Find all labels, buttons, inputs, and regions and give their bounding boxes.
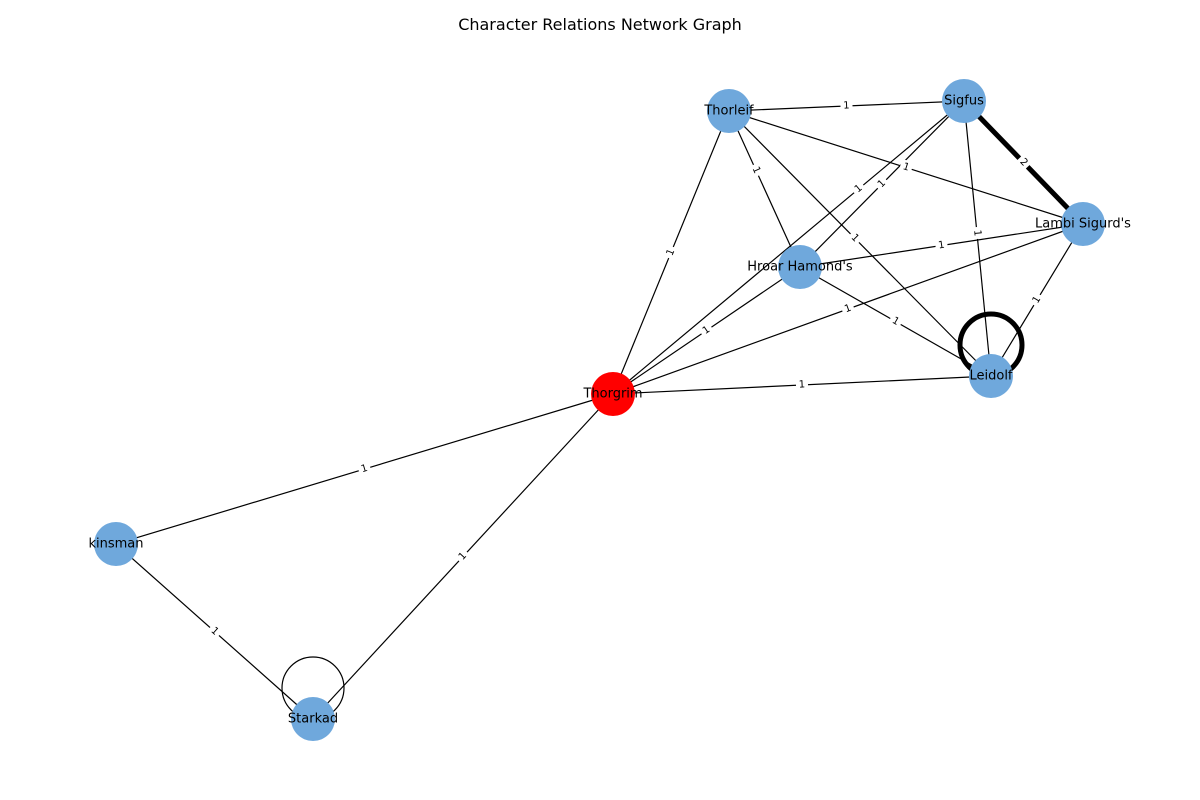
node-label-hroar: Hroar Hamond's [747, 260, 853, 275]
edge-label-sigfus-lambi: 2 [1014, 153, 1033, 172]
edge-label-kinsman-starkad: 1 [205, 622, 224, 641]
edge-label-background [849, 179, 868, 199]
node-thorleif[interactable] [707, 89, 751, 133]
edge-label-background [886, 312, 905, 331]
edge-weight-label: 1 [665, 247, 678, 257]
edge-weight-label: 1 [750, 165, 763, 175]
edge-label-thorleif-lambi: 1 [898, 159, 914, 176]
edge-weight-label: 1 [360, 463, 369, 475]
edge-label-lambi-thorgrim: 1 [839, 300, 857, 318]
edge-label-leidolf-thorgrim: 1 [795, 377, 809, 393]
edge-weight-label: 1 [853, 183, 865, 196]
node-hroar[interactable] [778, 245, 822, 289]
node-label-thorgrim: Thorgrim [582, 387, 642, 402]
edge-label-background [205, 622, 224, 641]
node-label-starkad: Starkad [288, 712, 338, 727]
node-lambi[interactable] [1061, 202, 1105, 246]
edge-label-thorgrim-kinsman: 1 [356, 460, 373, 478]
edge-label-background [1014, 153, 1033, 172]
node-starkad[interactable] [291, 697, 335, 741]
edge-thorleif-hroar [728, 110, 801, 268]
edge-label-background [969, 226, 985, 240]
edge-sigfus-thorgrim [612, 100, 965, 395]
edge-label-background [1027, 291, 1047, 309]
edge-label-hroar-thorgrim: 1 [697, 321, 716, 340]
edge-label-background [662, 244, 680, 261]
node-label-leidolf: Leidolf [969, 369, 1012, 384]
edge-thorleif-leidolf [728, 110, 992, 377]
edge-weight-label: 1 [901, 161, 910, 173]
edge-label-background [839, 300, 857, 318]
edge-weight-label: 1 [971, 229, 983, 236]
edge-label-sigfus-thorgrim: 1 [849, 179, 868, 199]
edge-label-thorleif-leidolf: 1 [845, 229, 864, 248]
node-label-sigfus: Sigfus [944, 94, 984, 109]
node-thorgrim[interactable] [591, 372, 635, 416]
node-label-kinsman: kinsman [88, 537, 143, 552]
edge-label-background [898, 159, 914, 176]
edge-label-sigfus-leidolf: 1 [969, 226, 985, 240]
edge-label-background [872, 174, 892, 194]
node-label-lambi: Lambi Sigurd's [1035, 217, 1131, 232]
edge-label-background [845, 229, 864, 248]
graph-title: Character Relations Network Graph [458, 15, 742, 34]
node-kinsman[interactable] [94, 522, 138, 566]
node-sigfus[interactable] [942, 79, 986, 123]
node-leidolf[interactable] [969, 354, 1013, 398]
edge-weight-label: 1 [938, 240, 946, 252]
nodes-layer [94, 79, 1105, 741]
edge-weight-label: 1 [843, 100, 850, 111]
edge-label-background [747, 161, 765, 179]
edge-label-background [934, 237, 949, 254]
edge-label-background [356, 460, 373, 478]
edge-label-thorleif-thorgrim: 1 [662, 244, 680, 261]
edge-weight-label: 1 [701, 324, 712, 337]
edge-label-lambi-leidolf: 1 [1027, 291, 1047, 309]
edge-label-hroar-leidolf: 1 [886, 312, 905, 331]
edge-label-background [840, 98, 853, 114]
edge-label-background [453, 547, 473, 566]
edge-weight-label: 1 [799, 379, 806, 390]
edge-label-background [697, 321, 716, 340]
edge-weight-label: 1 [843, 303, 853, 316]
edge-label-thorgrim-starkad: 1 [453, 547, 473, 566]
edge-label-thorleif-sigfus: 1 [840, 98, 853, 114]
edge-weight-label: 1 [890, 315, 901, 328]
node-label-thorleif: Thorleif [703, 104, 754, 119]
edge-weight-label: 1 [1031, 294, 1044, 305]
edge-label-lambi-hroar: 1 [934, 237, 949, 254]
edge-label-sigfus-hroar: 1 [872, 174, 892, 194]
edge-label-background [795, 377, 809, 393]
edge-label-thorleif-hroar: 1 [747, 161, 765, 179]
